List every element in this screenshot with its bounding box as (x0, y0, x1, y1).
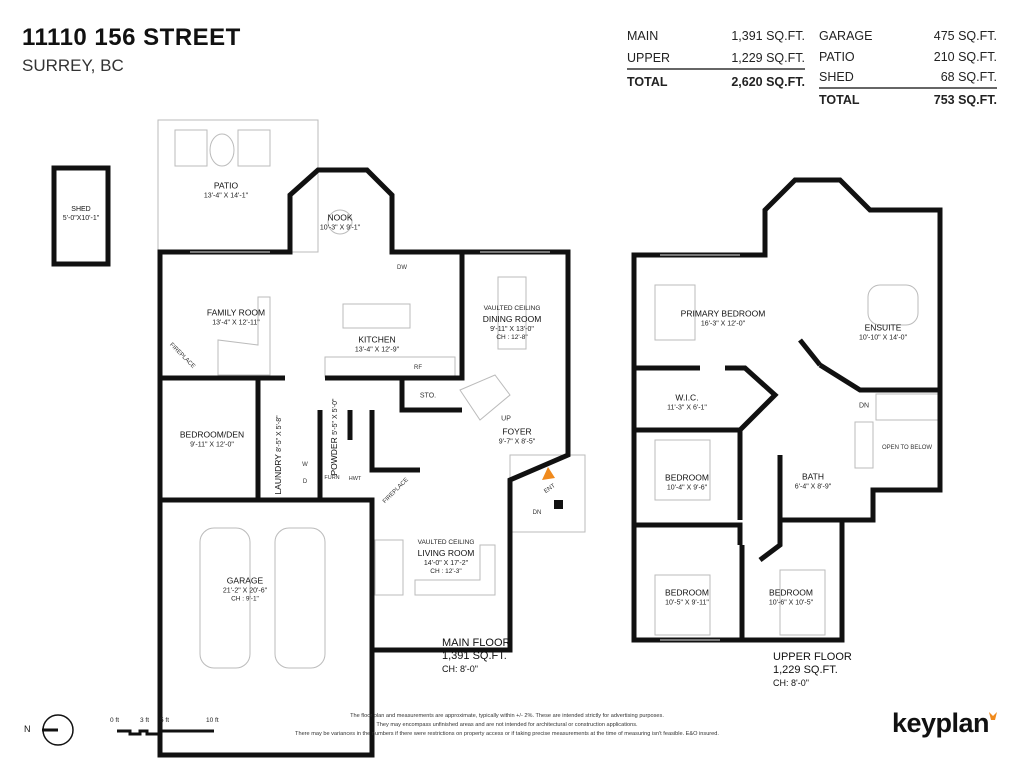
room-walk-in-closet: W.I.C.11'-3" X 6'-1" (667, 392, 707, 412)
fixtures (157, 119, 941, 669)
main-floor-exterior (157, 167, 571, 758)
entry-post (554, 500, 563, 509)
room-powder: POWDER 5'-5" X 5'-0" (329, 398, 339, 476)
dishwasher-label: DW (397, 265, 407, 271)
scale-tick: 0 ft (110, 717, 120, 724)
scale-tick: 3 ft (140, 717, 150, 724)
stairs-down-label: DN (532, 510, 542, 516)
open-to-below-label: OPEN TO BELOW (881, 445, 933, 451)
entry-marker-icon (542, 467, 555, 480)
dryer-label: D (302, 479, 308, 485)
walls (51, 165, 943, 758)
upper-floor-exterior (631, 177, 943, 643)
scale-tick: 10 ft (206, 717, 219, 724)
property-address: 11110 156 STREET (22, 24, 241, 51)
water-heater-label: HWT (348, 476, 362, 482)
room-laundry: LAUNDRY 8'-5" X 5'-8" (273, 415, 283, 495)
shed-walls (51, 165, 111, 267)
keyplan-logo: keyplan (892, 708, 990, 738)
kitchen-island (342, 303, 411, 329)
stairs (875, 393, 941, 421)
north-label: N (24, 724, 31, 734)
disclaimer: The floor plan and measurements are appr… (295, 713, 719, 737)
furnace-label: FURN (324, 475, 340, 481)
washer-label: W (302, 462, 308, 468)
brand-fox-icon (989, 712, 997, 720)
stairs-down-label: DN (858, 402, 870, 410)
car (199, 527, 251, 669)
property-city: SURREY, BC (22, 56, 124, 75)
stairs (459, 374, 511, 421)
divider (819, 87, 997, 89)
divider (627, 68, 805, 70)
windows (190, 251, 740, 641)
car (274, 527, 326, 669)
scale-bar (117, 729, 214, 736)
storage-label: STO. (419, 392, 437, 400)
fridge-label: RF (414, 365, 422, 371)
stairs-up-label: UP (501, 415, 511, 423)
scale-tick: 5 ft (160, 717, 170, 724)
